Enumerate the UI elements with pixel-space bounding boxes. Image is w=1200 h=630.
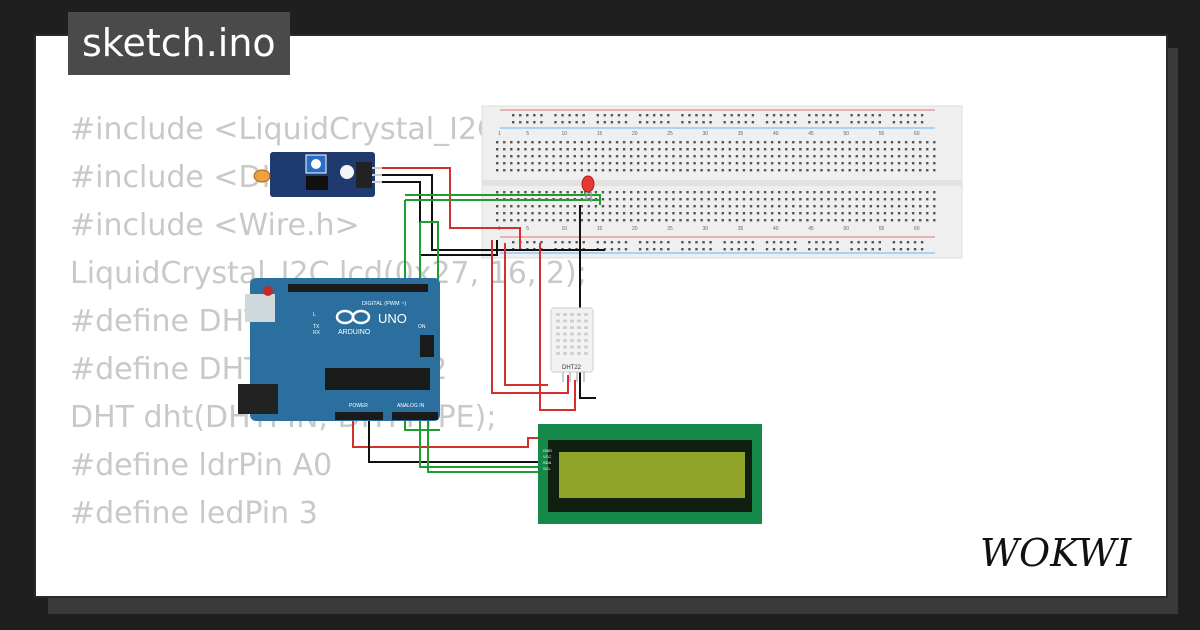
- breadboard-column-numbers: 1155101015152020252530303535404045455050…: [498, 131, 920, 232]
- on-label: ON: [418, 324, 426, 330]
- usb-port: [245, 294, 275, 322]
- icsp-header: [420, 335, 434, 357]
- rx-label: RX: [313, 330, 321, 336]
- wire-black-dht-gnd: [579, 205, 596, 399]
- arduino-infinity-logo-icon: [335, 309, 371, 325]
- wire-red-dht: [539, 243, 576, 411]
- breadboard[interactable]: 1155101015152020252530303535404045455050…: [481, 105, 963, 259]
- breadboard-column-number: 60: [914, 131, 920, 137]
- code-line: #include <Wire.h>: [70, 208, 360, 243]
- wire-red-dht-vcc: [491, 240, 569, 394]
- dht22-vent-grid: [556, 313, 588, 355]
- lcd-pin-label: VCC: [543, 454, 552, 459]
- breadboard-column-number: 15: [597, 131, 603, 137]
- breadboard-column-number: 40: [773, 131, 779, 137]
- board-brand: ARDUINO: [338, 329, 371, 336]
- wire-green-lcd-scl: [427, 418, 541, 473]
- analog-label: ANALOG IN: [397, 403, 425, 409]
- breadboard-column-number: 25: [667, 226, 673, 232]
- lcd-pin-label: GND: [543, 448, 552, 453]
- l-label: L: [313, 312, 316, 318]
- breadboard-column-number: 40: [773, 226, 779, 232]
- breadboard-column-number: 30: [702, 226, 708, 232]
- digital-label: DIGITAL (PWM ~): [362, 301, 406, 307]
- breadboard-column-number: 5: [526, 131, 529, 137]
- breadboard-column-number: 55: [879, 226, 885, 232]
- breadboard-column-number: 5: [526, 226, 529, 232]
- code-line: void setup() {: [70, 586, 587, 596]
- wire-red-ldr-vcc: [375, 167, 521, 248]
- power-header: [335, 412, 383, 420]
- wire-black-gnd-2: [375, 181, 498, 256]
- breadboard-column-number: 35: [738, 226, 744, 232]
- wire-red-lcd-vcc: [352, 418, 541, 448]
- analog-header: [392, 412, 438, 420]
- wire-red-2: [504, 243, 548, 386]
- breadboard-column-number: 10: [561, 226, 567, 232]
- wire-green-led-anode: [405, 190, 586, 196]
- code-line: #define ledPin 3: [70, 496, 318, 531]
- tx-label: TX: [313, 324, 320, 330]
- breadboard-column-number: 20: [632, 131, 638, 137]
- file-tab-label: sketch.ino: [82, 21, 276, 65]
- breadboard-column-number: 20: [632, 226, 638, 232]
- breadboard-column-number: 25: [667, 131, 673, 137]
- breadboard-column-number: 10: [561, 131, 567, 137]
- lcd-pin-label: SCL: [543, 466, 552, 471]
- lcd-pin-label: SDA: [543, 460, 552, 465]
- file-tab[interactable]: sketch.ino: [68, 12, 290, 75]
- breadboard-column-number: 35: [738, 131, 744, 137]
- arduino-uno-board[interactable]: UNO ARDUINO DIGITAL (PWM ~) POWER ANALOG…: [238, 278, 440, 421]
- wire-green-lcd-sda: [419, 418, 541, 468]
- breadboard-column-number: 45: [808, 131, 814, 137]
- breadboard-column-number: 15: [597, 226, 603, 232]
- breadboard-column-number: 45: [808, 226, 814, 232]
- wokwi-logo: WOKWI: [980, 531, 1132, 575]
- breadboard-column-number: 1: [498, 131, 501, 137]
- digital-header: [288, 284, 428, 292]
- atmega-chip: [325, 368, 430, 390]
- power-label: POWER: [349, 403, 368, 409]
- wire-black-ldr-gnd: [375, 174, 605, 251]
- code-line: #define ldrPin A0: [70, 448, 333, 483]
- wires: [352, 167, 605, 473]
- wire-black-lcd-gnd: [368, 418, 541, 463]
- breadboard-column-number: 55: [879, 131, 885, 137]
- ldr-sensor-module[interactable]: [253, 152, 382, 197]
- board-model: UNO: [378, 311, 407, 326]
- wokwi-logo-text: WOKWI: [980, 531, 1132, 575]
- dht22-sensor[interactable]: DHT22: [550, 307, 594, 382]
- breadboard-column-number: 30: [702, 131, 708, 137]
- dht22-label: DHT22: [562, 365, 582, 371]
- reset-button-icon: [263, 286, 273, 296]
- breadboard-column-number: 50: [843, 226, 849, 232]
- breadboard-column-number: 50: [843, 131, 849, 137]
- power-jack: [238, 384, 278, 414]
- red-led[interactable]: [581, 175, 595, 202]
- breadboard-column-number: 60: [914, 226, 920, 232]
